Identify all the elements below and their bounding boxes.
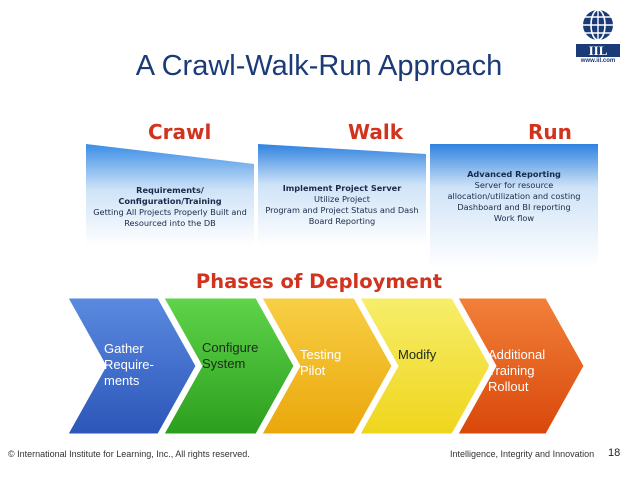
phases-title: Phases of Deployment xyxy=(195,270,443,293)
walk-panel-heading: Implement Project Server xyxy=(282,183,402,193)
svg-text:IIL: IIL xyxy=(589,43,608,58)
phase-chevron-5 xyxy=(457,297,585,435)
phase-chevron-4 xyxy=(359,297,491,435)
logo-url: www.iil.com xyxy=(580,58,616,64)
stage-heading-crawl: Crawl xyxy=(148,120,212,144)
phase-chevron-1 xyxy=(67,297,197,435)
run-panel: Advanced Reporting Server for resource a… xyxy=(430,144,598,268)
phase-label-additional: Additional Training Rollout xyxy=(488,347,546,394)
run-panel-line-2: Dashboard and BI reporting xyxy=(457,202,571,212)
phase-label-testing: Testing Pilot xyxy=(300,347,342,378)
crawl-panel-heading: Requirements/ Configuration/Training xyxy=(118,185,222,206)
footer-tagline: Intelligence, Integrity and Innovation xyxy=(450,449,595,459)
phase-label-modify: Modify xyxy=(398,347,437,362)
stage-heading-run: Run xyxy=(528,120,572,144)
iil-globe-logo-icon: IIL xyxy=(576,9,620,58)
walk-panel-line-1: Utilize Project xyxy=(314,194,370,204)
crawl-panel-line: Getting All Projects Properly Built and … xyxy=(93,207,247,228)
page-number: 18 xyxy=(608,447,621,459)
run-panel-line-1: Server for resource allocation/utilizati… xyxy=(447,180,581,201)
phase-chevron-3 xyxy=(261,297,393,435)
stage-heading-walk: Walk xyxy=(348,120,403,144)
run-panel-line-3: Work flow xyxy=(493,213,535,223)
footer-copyright: © International Institute for Learning, … xyxy=(8,449,250,459)
phase-chevron-2 xyxy=(163,297,295,435)
crawl-panel: Requirements/ Configuration/Training Get… xyxy=(86,144,254,246)
walk-panel-line-2: Program and Project Status and Dash Boar… xyxy=(265,205,419,226)
slide-title: A Crawl-Walk-Run Approach xyxy=(135,50,503,82)
phases-chevrons xyxy=(67,297,585,435)
run-panel-heading: Advanced Reporting xyxy=(467,169,561,179)
phase-label-configure: Configure System xyxy=(202,340,259,371)
phase-label-gather: Gather Require-ments xyxy=(104,341,154,388)
walk-panel: Implement Project Server Utilize Project… xyxy=(258,144,426,246)
